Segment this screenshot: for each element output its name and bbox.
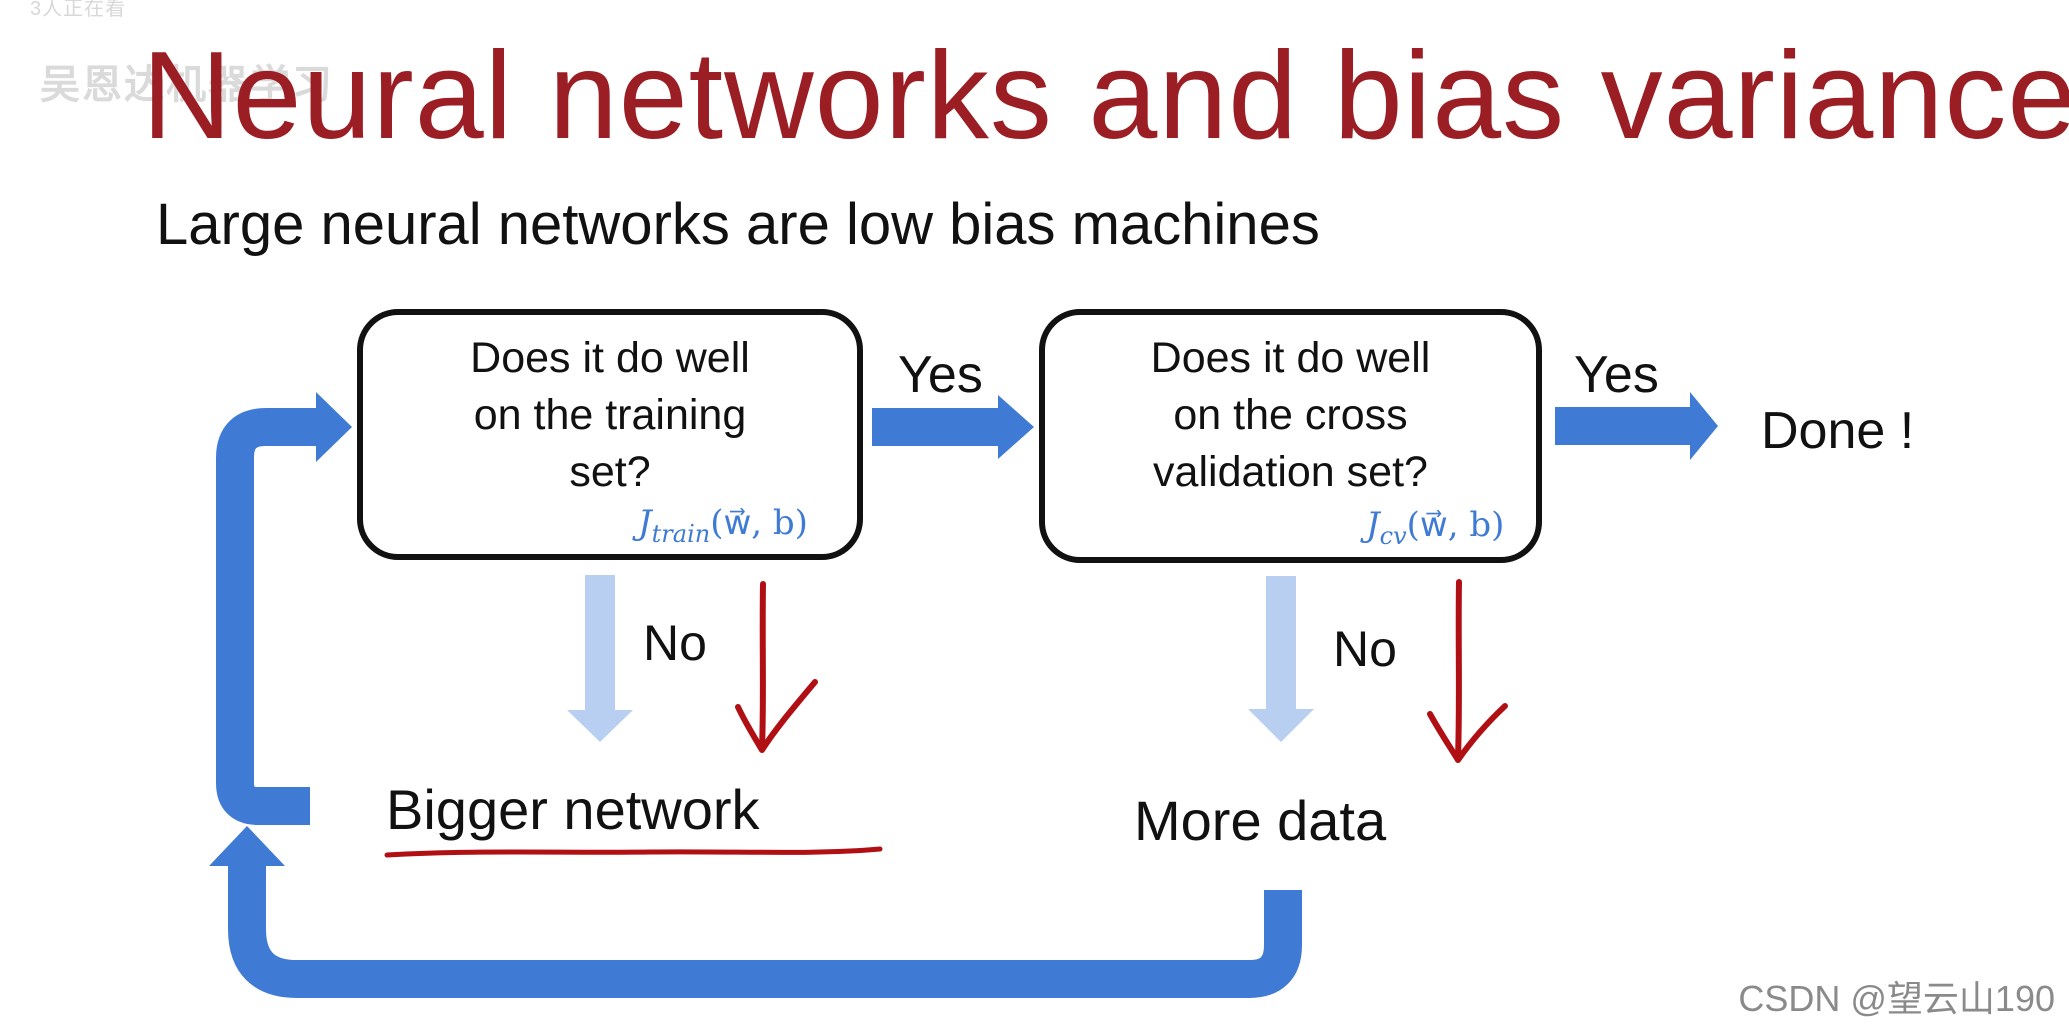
yes-label-2: Yes <box>1574 346 1659 404</box>
yes-arrow-1 <box>872 395 1034 459</box>
viewer-count-watermark: 3人正在看 <box>30 0 127 20</box>
slide-subtitle: Large neural networks are low bias machi… <box>156 192 1320 257</box>
cv-box-line: validation set? <box>1153 448 1428 496</box>
more-data-label: More data <box>1134 789 1387 852</box>
red-down-arrow-2 <box>1427 579 1508 763</box>
csdn-footer-watermark: CSDN @望云山190 <box>1738 978 2055 1019</box>
train-cost-formula: Jtrain(w⃗, b) <box>638 503 808 548</box>
bigger-network-label: Bigger network <box>386 778 760 841</box>
done-label: Done ! <box>1761 402 1915 460</box>
training-box-line: set? <box>569 448 651 496</box>
cv-check-box <box>1039 309 1542 563</box>
yes-label-1: Yes <box>898 346 983 404</box>
red-underline <box>384 846 883 858</box>
no-arrow-2 <box>1248 576 1314 742</box>
course-watermark: 吴恩达机器学习 <box>40 63 334 107</box>
training-box-line: Does it do well <box>470 334 750 382</box>
loop-arrow-more-data <box>209 826 1302 998</box>
yes-arrow-2 <box>1555 392 1718 460</box>
cv-box-text: Does it do well on the cross validation … <box>1042 330 1539 501</box>
no-arrow-1 <box>567 575 633 742</box>
training-box-text: Does it do well on the training set? <box>360 330 860 501</box>
cv-box-line: on the cross <box>1173 391 1408 439</box>
slide-title: Neural networks and bias variance <box>142 27 2069 165</box>
cv-cost-formula: Jcv(w⃗, b) <box>1366 505 1505 550</box>
loop-arrow-bigger-network <box>216 392 352 825</box>
training-check-box <box>357 309 863 560</box>
training-box-line: on the training <box>473 391 747 439</box>
no-label-2: No <box>1333 621 1397 677</box>
red-down-arrow-1 <box>735 581 818 753</box>
no-label-1: No <box>643 615 707 671</box>
cv-box-line: Does it do well <box>1150 334 1431 382</box>
